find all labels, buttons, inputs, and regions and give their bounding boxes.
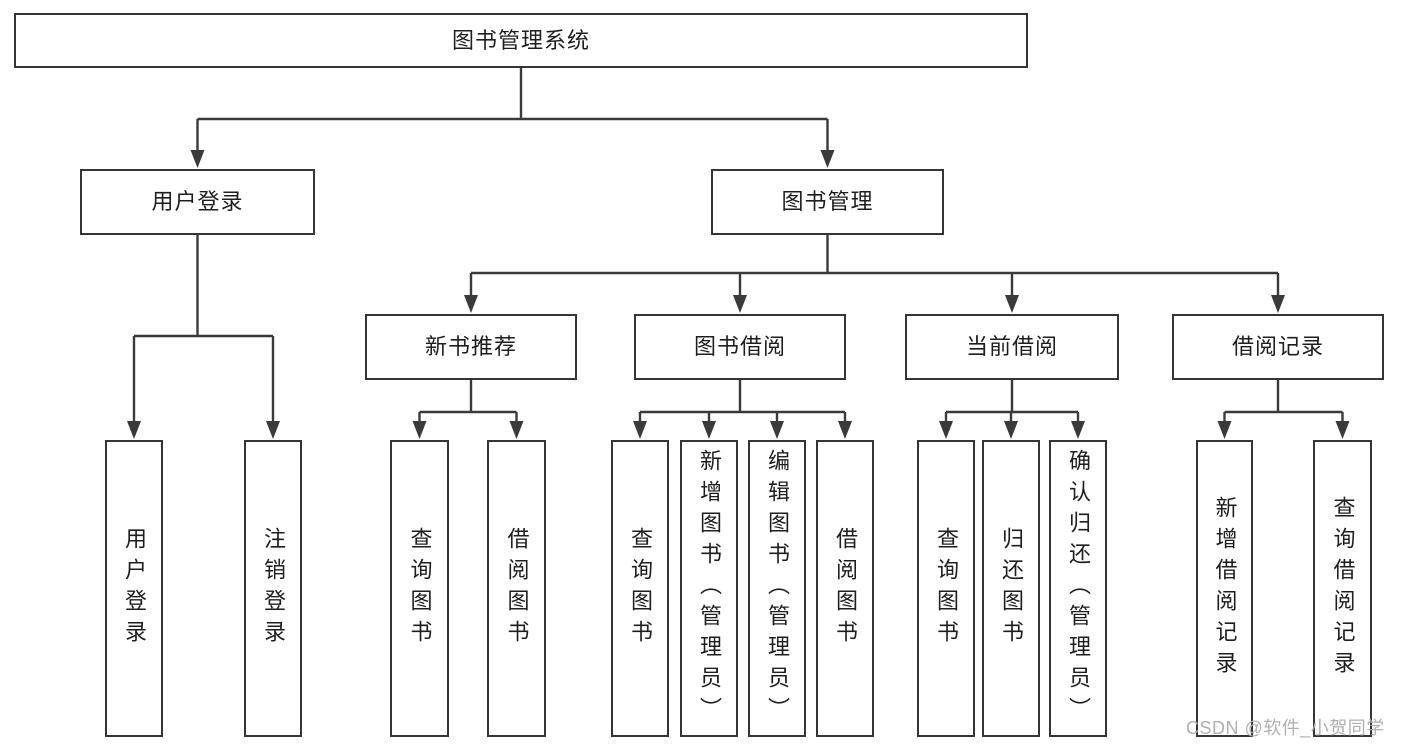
- node-bor-add: 新增图书（管理员）: [680, 440, 738, 737]
- node-label: 注销登录: [261, 526, 286, 651]
- node-bor-query: 查询图书: [611, 440, 669, 737]
- node-login: 用户登录: [80, 169, 315, 235]
- node-borrow: 图书借阅: [634, 314, 846, 380]
- node-label: 借阅记录: [1231, 334, 1324, 359]
- node-label: 新增图书（管理员）: [697, 449, 722, 728]
- node-rec2-query: 查询借阅记录: [1313, 440, 1372, 737]
- node-label: 新增借阅记录: [1212, 495, 1238, 682]
- node-label: 查询图书: [934, 526, 959, 651]
- node-cur-query: 查询图书: [917, 440, 975, 737]
- node-label: 图书借阅: [693, 334, 786, 359]
- node-label: 借阅图书: [833, 526, 858, 651]
- node-label: 确认归还（管理员）: [1066, 449, 1091, 728]
- node-current: 当前借阅: [905, 314, 1119, 380]
- node-user-login: 用户登录: [105, 440, 163, 737]
- node-mgmt: 图书管理: [711, 169, 944, 235]
- node-rec2-add: 新增借阅记录: [1196, 440, 1253, 737]
- node-label: 当前借阅: [965, 334, 1058, 359]
- node-label: 编辑图书（管理员）: [765, 449, 790, 728]
- node-label: 归还图书: [999, 526, 1024, 651]
- node-label: 图书管理系统: [451, 27, 590, 53]
- node-label: 查询图书: [628, 526, 653, 651]
- node-root: 图书管理系统: [14, 13, 1028, 68]
- node-rec-query: 查询图书: [390, 440, 449, 737]
- node-recommend: 新书推荐: [365, 314, 577, 380]
- node-cur-return: 归还图书: [982, 440, 1040, 737]
- node-label: 用户登录: [151, 189, 244, 214]
- node-label: 查询借阅记录: [1330, 495, 1356, 682]
- node-label: 借阅图书: [504, 526, 530, 651]
- node-bor-borrow: 借阅图书: [816, 440, 874, 737]
- node-rec-borrow: 借阅图书: [487, 440, 546, 737]
- node-label: 查询图书: [407, 526, 433, 651]
- node-bor-edit: 编辑图书（管理员）: [748, 440, 806, 737]
- node-records: 借阅记录: [1172, 314, 1384, 380]
- node-cur-confirm: 确认归还（管理员）: [1049, 440, 1107, 737]
- node-label: 图书管理: [781, 189, 874, 214]
- node-label: 新书推荐: [424, 334, 517, 359]
- node-label: 用户登录: [122, 526, 147, 651]
- node-logout: 注销登录: [244, 440, 302, 737]
- watermark: CSDN @软件_小贺同学: [1186, 718, 1385, 738]
